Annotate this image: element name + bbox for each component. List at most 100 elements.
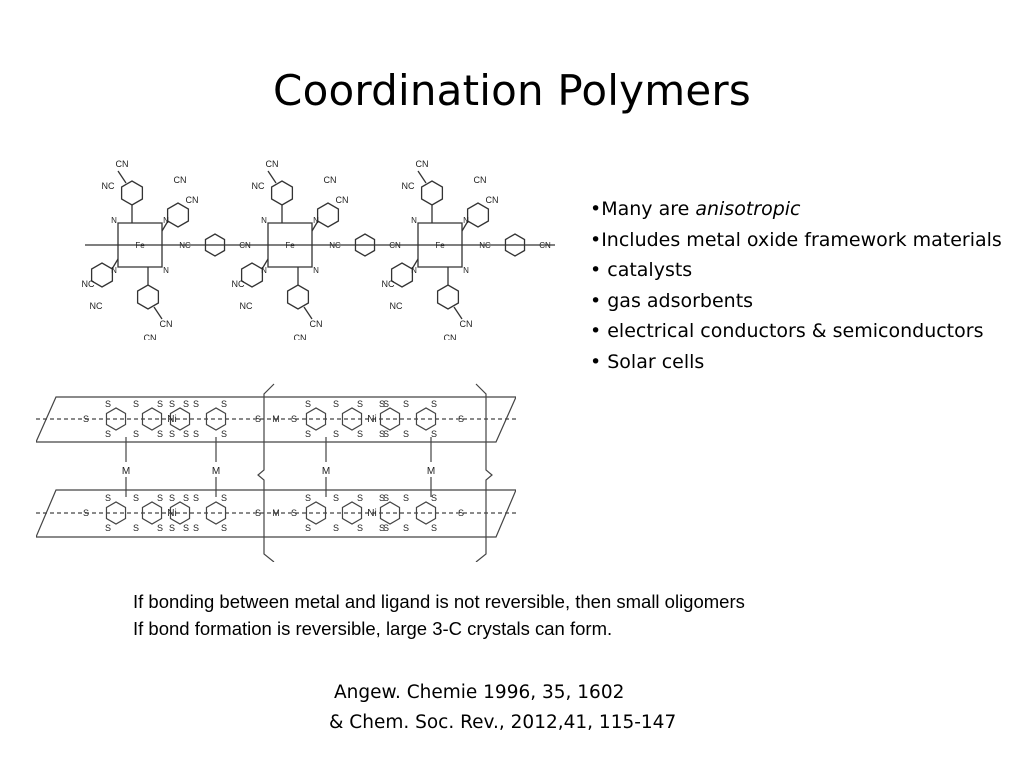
sulfur-label: S [379, 493, 385, 503]
sulfur-label: S [193, 399, 199, 409]
cyano-label: NC [382, 279, 395, 289]
sulfur-label: S [193, 493, 199, 503]
cyano-label: NC [232, 279, 245, 289]
sulfur-label: S [255, 414, 261, 424]
sulfur-label: S [305, 429, 311, 439]
sulfur-label: S [379, 523, 385, 533]
cyano-label: CN [474, 175, 487, 185]
bullet-item: • catalysts [590, 259, 693, 281]
sulfur-label: S [403, 399, 409, 409]
reference-line: & Chem. Soc. Rev., 2012,41, 115-147 [329, 712, 677, 733]
sulfur-label: S [305, 399, 311, 409]
cyano-label: CN [186, 195, 199, 205]
sulfur-label: S [333, 429, 339, 439]
cyano-label: NC [402, 181, 415, 191]
sulfur-label: S [183, 399, 189, 409]
metal-label: M [322, 466, 330, 477]
bullet-item: •Many are anisotropic [590, 198, 801, 220]
sulfur-label: S [183, 429, 189, 439]
caption-line: If bonding between metal and ligand is n… [133, 591, 745, 612]
sulfur-label: S [169, 399, 175, 409]
cyano-label: NC [82, 279, 95, 289]
caption: If bonding between metal and ligand is n… [133, 588, 993, 642]
sulfur-label: S [133, 429, 139, 439]
nitrogen-label: N [261, 266, 267, 275]
nickel-label: Ni [367, 414, 376, 425]
bullet-list: •Many are anisotropic •Includes metal ox… [590, 194, 1010, 377]
sulfur-label: S [221, 523, 227, 533]
cyano-label: NC [90, 301, 103, 311]
nitrogen-label: N [463, 216, 469, 225]
sulfur-label: S [383, 429, 389, 439]
cyano-label: NC [240, 301, 253, 311]
sulfur-label: S [291, 508, 297, 518]
sulfur-label: S [431, 399, 437, 409]
cyano-label: CN [416, 159, 429, 169]
sulfur-label: S [333, 493, 339, 503]
metal-label: M [122, 466, 130, 477]
sulfur-label: S [133, 399, 139, 409]
sulfur-label: S [221, 399, 227, 409]
sulfur-label: S [333, 399, 339, 409]
sulfur-label: S [105, 429, 111, 439]
sulfur-label: S [169, 429, 175, 439]
sulfur-label: S [357, 399, 363, 409]
sulfur-label: S [193, 429, 199, 439]
cyano-label: CN [486, 195, 499, 205]
sulfur-label: S [431, 523, 437, 533]
sulfur-label: S [305, 493, 311, 503]
nickel-label: Ni [167, 508, 176, 519]
sulfur-label: S [157, 493, 163, 503]
sulfur-label: S [221, 429, 227, 439]
emphasis-text: anisotropic [695, 198, 801, 220]
cyano-label: NC [329, 241, 341, 250]
metal-label: M [272, 508, 280, 518]
cyano-label: CN [266, 159, 279, 169]
sulfur-label: S [83, 414, 89, 424]
sulfur-label: S [458, 508, 464, 518]
bullet-item: •Includes metal oxide framework material… [590, 228, 1002, 251]
cyano-label: CN [174, 175, 187, 185]
iron-label: Fe [435, 241, 445, 250]
cyano-label: CN [460, 319, 473, 329]
sulfur-label: S [431, 429, 437, 439]
cyano-label: NC [252, 181, 265, 191]
bullet-item: • Solar cells [590, 350, 705, 373]
cyano-label: CN [324, 175, 337, 185]
sulfur-label: S [133, 523, 139, 533]
cyano-label: CN [336, 195, 349, 205]
nitrogen-label: N [313, 216, 319, 225]
cyano-label: CN [116, 159, 129, 169]
cyano-label: NC [179, 241, 191, 250]
sulfur-label: S [403, 493, 409, 503]
sulfur-label: S [105, 399, 111, 409]
sulfur-label: S [157, 399, 163, 409]
sulfur-label: S [105, 493, 111, 503]
cyano-label: CN [389, 241, 401, 250]
cyano-label: NC [102, 181, 115, 191]
nitrogen-label: N [163, 216, 169, 225]
nitrogen-label: N [411, 216, 417, 225]
nitrogen-label: N [261, 216, 267, 225]
sulfur-label: S [169, 523, 175, 533]
sulfur-label: S [183, 493, 189, 503]
sulfur-label: S [458, 414, 464, 424]
nitrogen-label: N [163, 266, 169, 275]
sulfur-label: S [379, 399, 385, 409]
cyano-label: NC [390, 301, 403, 311]
sulfur-label: S [193, 523, 199, 533]
nickel-label: Ni [367, 508, 376, 519]
cyano-label: CN [239, 241, 251, 250]
cyano-label: CN [294, 333, 307, 340]
nitrogen-label: N [111, 266, 117, 275]
nitrogen-label: N [111, 216, 117, 225]
sulfur-label: S [357, 493, 363, 503]
sulfur-label: S [169, 493, 175, 503]
nickel-label: Ni [167, 414, 176, 425]
sulfur-label: S [357, 523, 363, 533]
sulfur-label: S [383, 399, 389, 409]
sulfur-label: S [379, 429, 385, 439]
